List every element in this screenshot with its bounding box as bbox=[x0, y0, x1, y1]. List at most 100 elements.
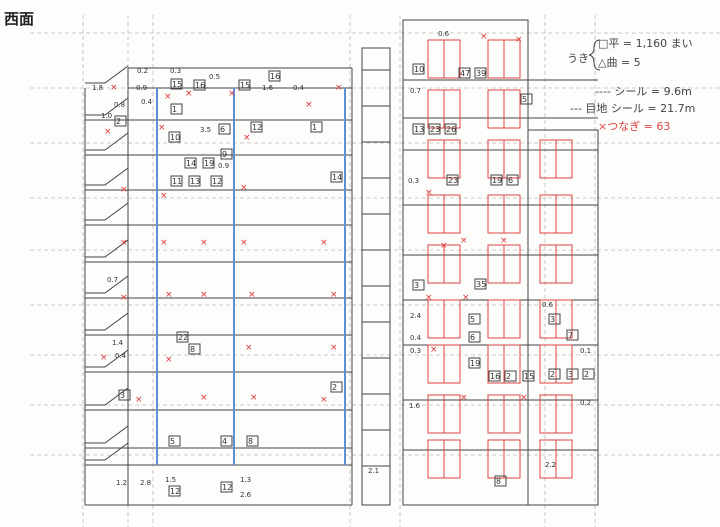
dimension-note: 0.2 bbox=[580, 399, 591, 407]
tile-count: 6 bbox=[470, 333, 475, 342]
dimension-note: 0.1 bbox=[580, 347, 591, 355]
tile-count-box bbox=[412, 63, 425, 75]
tile-count-group: 47 bbox=[458, 67, 471, 79]
tile-count-group: 15 bbox=[522, 370, 535, 382]
tile-count: 2 bbox=[506, 372, 511, 381]
balcony-edge bbox=[85, 239, 129, 258]
tile-count-group: 2 bbox=[582, 368, 595, 380]
connection-marker-group: × bbox=[305, 100, 313, 110]
tile-count-box bbox=[168, 435, 181, 447]
grid-lines bbox=[30, 15, 720, 527]
connection-marker: × bbox=[440, 241, 448, 251]
connection-marker: × bbox=[250, 393, 258, 403]
connection-marker-group: × bbox=[250, 393, 258, 403]
connection-marker: × bbox=[460, 236, 468, 246]
tile-count: 9 bbox=[222, 150, 227, 159]
tile-count-box bbox=[220, 435, 233, 447]
connection-marker-group: × bbox=[200, 238, 208, 248]
tile-count-group: 2 bbox=[114, 115, 127, 127]
connection-marker-group: × bbox=[320, 238, 328, 248]
connection-marker: × bbox=[135, 395, 143, 405]
dimension-note-group: 0.9 bbox=[218, 162, 229, 170]
tile-count: 12 bbox=[170, 487, 180, 496]
dimension-note: 1.4 bbox=[112, 339, 124, 347]
connection-marker-group: × bbox=[120, 238, 128, 248]
tile-count-box bbox=[412, 123, 425, 135]
tile-count: 2 bbox=[332, 383, 337, 392]
connection-marker: × bbox=[462, 293, 470, 303]
connection-marker-group: × bbox=[100, 353, 108, 363]
connection-marker-group: × bbox=[228, 89, 236, 99]
tile-count: 12 bbox=[212, 177, 222, 186]
connection-marker: × bbox=[165, 355, 173, 365]
tile-count: 12 bbox=[222, 483, 232, 492]
tile-count: 8 bbox=[496, 477, 501, 486]
tile-count: 14 bbox=[186, 159, 196, 168]
tile-count-box bbox=[268, 70, 281, 82]
tile-count-box bbox=[184, 157, 197, 169]
tile-count-box bbox=[468, 331, 481, 343]
connection-marker: × bbox=[240, 183, 248, 193]
dimension-note-group: 0.3 bbox=[410, 347, 421, 355]
dimension-note-group: 1.6 bbox=[409, 402, 421, 410]
dimension-note: 1.2 bbox=[116, 479, 127, 487]
connection-marker-group: × bbox=[110, 83, 118, 93]
tile-count-box bbox=[468, 357, 481, 369]
tile-count-group: 3 bbox=[118, 389, 131, 401]
dimension-note-group: 0.3 bbox=[408, 177, 419, 185]
connection-marker-group: × bbox=[240, 183, 248, 193]
tile-count-group: 11 bbox=[170, 175, 183, 187]
connection-marker: × bbox=[120, 293, 128, 303]
tile-count-box bbox=[168, 485, 181, 497]
tile-count-group: 7 bbox=[566, 329, 579, 341]
tile-count-box bbox=[220, 148, 233, 160]
tile-count-group: 14 bbox=[184, 157, 197, 169]
dimension-note-group: 1.3 bbox=[240, 476, 251, 484]
tile-count: 3 bbox=[414, 281, 419, 290]
tile-count-group: 9 bbox=[220, 148, 233, 160]
dimension-note-group: 0.9 bbox=[136, 84, 147, 92]
stair-core bbox=[361, 47, 391, 506]
tile-count-box bbox=[548, 368, 561, 380]
tile-count: 6 bbox=[220, 125, 225, 134]
connection-marker-group: × bbox=[245, 343, 253, 353]
dimension-note: 0.4 bbox=[293, 84, 305, 92]
dimension-note-group: 1.0 bbox=[101, 112, 112, 120]
dimension-note: 2.6 bbox=[240, 491, 252, 499]
tile-count: 7 bbox=[568, 331, 573, 340]
dimension-note-group: 2.8 bbox=[140, 479, 151, 487]
tile-count-group: 3 bbox=[412, 279, 425, 291]
tile-count-box bbox=[488, 370, 501, 382]
connection-marker-group: × bbox=[135, 395, 143, 405]
connection-marker: × bbox=[480, 32, 488, 42]
dimension-note: 0.8 bbox=[114, 101, 125, 109]
tile-count: 35 bbox=[476, 280, 486, 289]
tile-count-group: 4 bbox=[220, 435, 233, 447]
tile-count-box bbox=[458, 67, 471, 79]
dimension-note-group: 0.4 bbox=[410, 334, 422, 342]
dimension-note: 0.4 bbox=[410, 334, 422, 342]
connection-marker-group: × bbox=[158, 123, 166, 133]
legend-seal: ---- シール = 9.6m bbox=[595, 85, 692, 98]
dimension-note: 2.4 bbox=[410, 312, 422, 320]
tile-count: 47 bbox=[460, 69, 470, 78]
tile-count: 5 bbox=[170, 437, 175, 446]
tile-count-group: 5 bbox=[468, 313, 481, 325]
connection-marker-group: × bbox=[120, 185, 128, 195]
balcony-edge bbox=[85, 275, 129, 294]
tile-count-box bbox=[490, 174, 503, 186]
tile-count-group: 10 bbox=[412, 63, 425, 75]
tile-count-box bbox=[330, 171, 343, 183]
connection-marker: × bbox=[120, 185, 128, 195]
tile-count-group: 12 bbox=[168, 485, 181, 497]
tile-count: 13 bbox=[414, 125, 424, 134]
tile-count: 5 bbox=[470, 315, 475, 324]
connection-marker-group: × bbox=[460, 393, 468, 403]
tile-count-group: 8 bbox=[494, 475, 507, 487]
legend-connect: ×つなぎ = 63 bbox=[598, 119, 670, 133]
tile-count-group: 3 bbox=[548, 313, 561, 325]
tile-count-box bbox=[246, 435, 259, 447]
tile-count: 2 bbox=[550, 370, 555, 379]
legend: うき □平 = 1,160 まい △曲 = 5 ---- シール = 9.6m … bbox=[567, 37, 695, 133]
tile-count-box bbox=[170, 78, 183, 90]
